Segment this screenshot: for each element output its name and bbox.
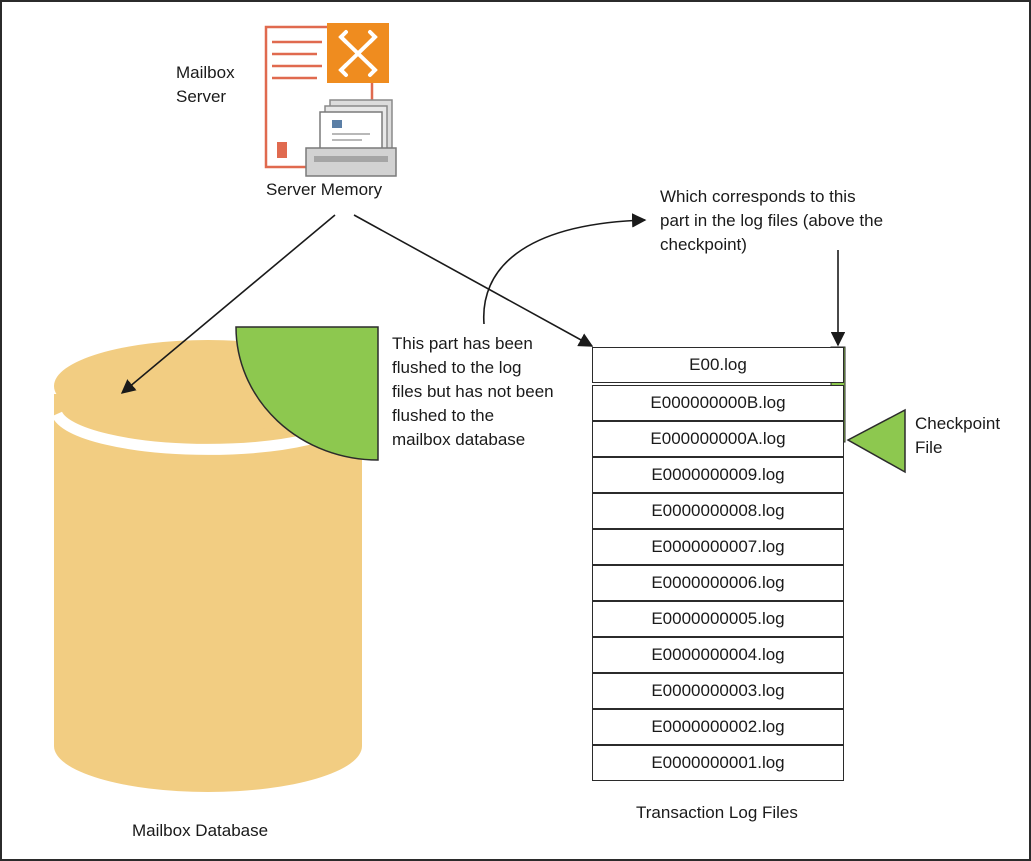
flushed-part-wedge — [235, 326, 379, 461]
server-memory-label: Server Memory — [266, 180, 383, 199]
arrow-flushed-to-note — [482, 213, 647, 325]
log-file-row[interactable]: E0000000003.log — [592, 673, 844, 709]
arrow-memory-to-logs — [353, 214, 594, 347]
log-file-row[interactable]: E00.log — [592, 347, 844, 383]
log-file-row[interactable]: E0000000008.log — [592, 493, 844, 529]
arrow-memory-to-database — [120, 214, 336, 394]
corresponds-note: Which corresponds to this part in the lo… — [660, 187, 884, 254]
mailbox-server-label: Mailbox Server — [176, 63, 235, 106]
database-body — [54, 394, 362, 792]
exchange-mailbox-server-icon — [264, 23, 397, 177]
log-file-row[interactable]: E0000000001.log — [592, 745, 844, 781]
transaction-log-files-label: Transaction Log Files — [636, 803, 798, 822]
mailbox-database-label: Mailbox Database — [132, 821, 269, 840]
checkpoint-triangle-icon — [846, 408, 906, 474]
log-file-row[interactable]: E0000000004.log — [592, 637, 844, 673]
flushed-note: This part has been flushed to the log fi… — [392, 334, 554, 449]
log-file-row[interactable]: E000000000A.log — [592, 421, 844, 457]
checkpoint-file-label: Checkpoint File — [915, 414, 1001, 457]
log-file-row[interactable]: E0000000005.log — [592, 601, 844, 637]
log-file-row[interactable]: E0000000006.log — [592, 565, 844, 601]
log-file-row[interactable]: E0000000009.log — [592, 457, 844, 493]
log-file-row[interactable]: E0000000002.log — [592, 709, 844, 745]
log-file-row[interactable]: E000000000B.log — [592, 385, 844, 421]
log-file-row[interactable]: E0000000007.log — [592, 529, 844, 565]
